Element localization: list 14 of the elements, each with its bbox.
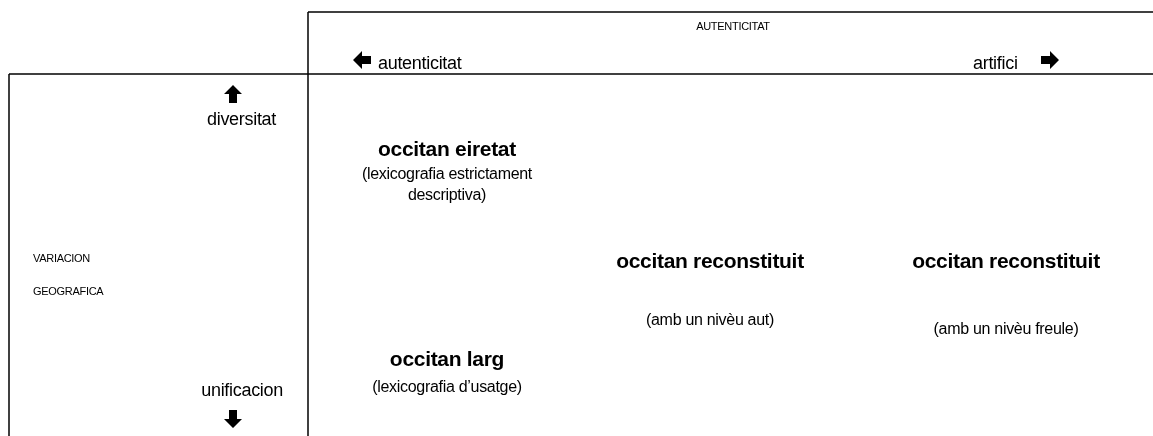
variety-heading: occitan reconstituit (615, 248, 805, 274)
axis-end-label: diversitat (205, 108, 276, 131)
axis-title: AUTENTICITAT (695, 19, 771, 34)
variety-note: (amb un nivèu aut) (645, 310, 775, 330)
variety-heading: occitan eiretat (377, 136, 517, 162)
axis-end-label: autenticitat (378, 52, 463, 75)
axis-end-label: unificacion (200, 379, 283, 402)
variety-note: (amb un nivèu freule) (932, 319, 1080, 339)
variety-heading: occitan reconstituit (911, 248, 1101, 274)
axis-end-label: artifici (973, 52, 1019, 75)
variety-note: (lexicografia estrictament descriptiva) (360, 164, 533, 205)
axis-title: VARIACION GEOGRAFICA (33, 251, 105, 299)
variety-heading: occitan larg (388, 346, 506, 372)
variety-note: (lexicografia d’usatge) (371, 377, 523, 397)
